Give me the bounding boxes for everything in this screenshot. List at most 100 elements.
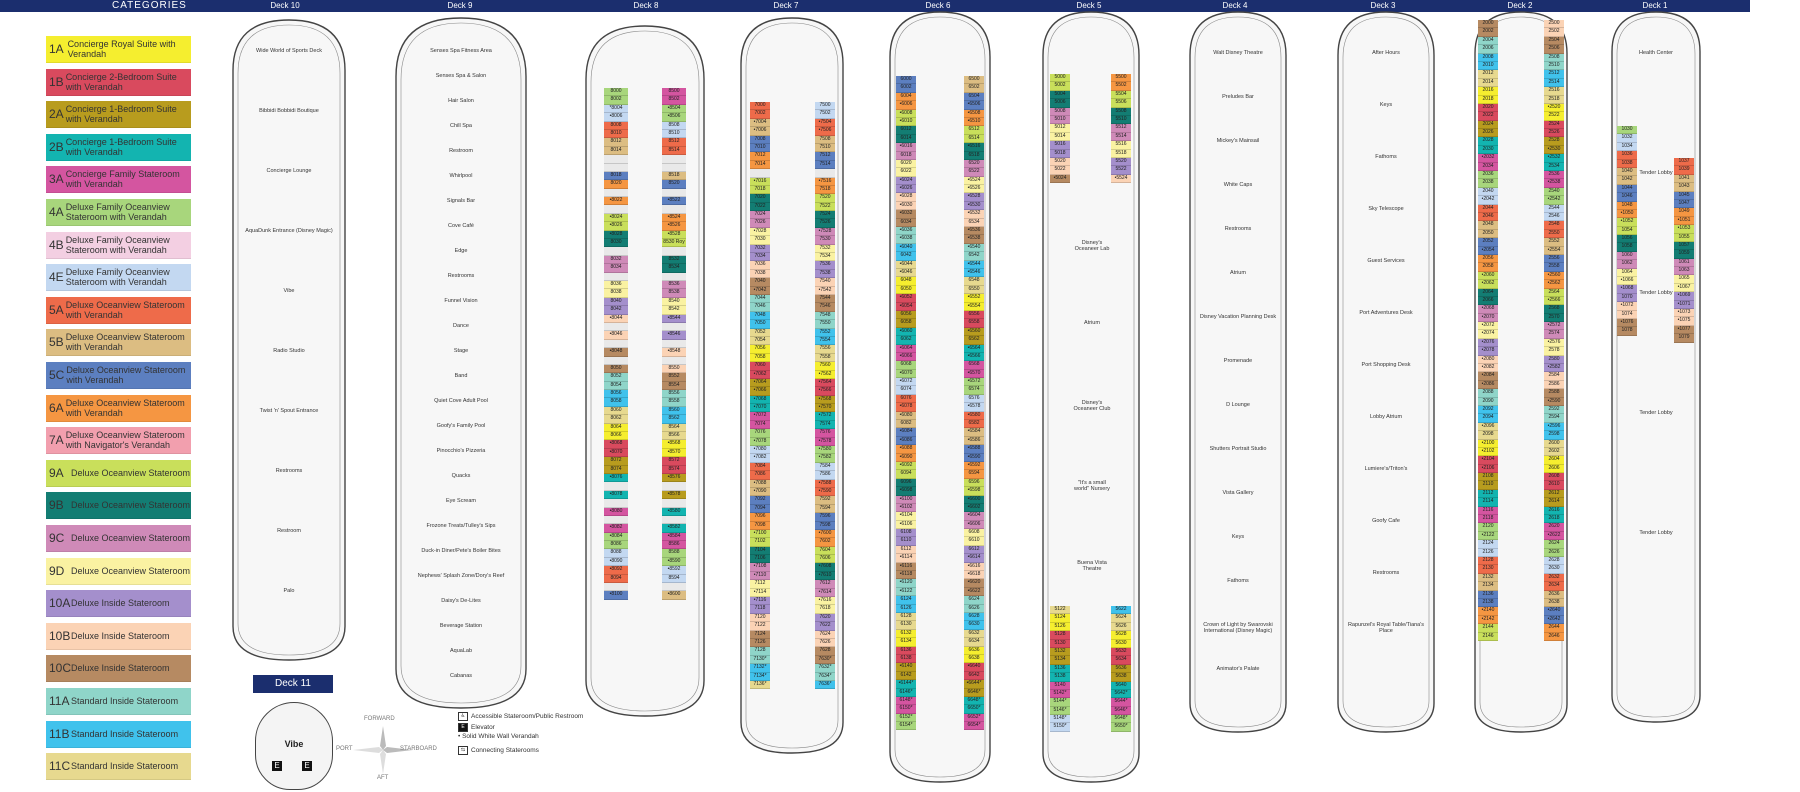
stateroom-cell[interactable]: •2572	[1544, 322, 1564, 331]
stateroom-cell[interactable]: •2072	[1478, 322, 1498, 331]
stateroom-cell[interactable]: 8552	[662, 373, 686, 382]
stateroom-cell[interactable]: 6002	[896, 84, 916, 93]
stateroom-cell[interactable]: 5522	[1111, 166, 1131, 175]
stateroom-cell[interactable]: 7636*	[815, 680, 835, 690]
stateroom-cell[interactable]: •8548	[662, 348, 686, 357]
stateroom-cell[interactable]: 7604	[815, 546, 835, 556]
stateroom-cell[interactable]: 2580	[1544, 355, 1564, 365]
stateroom-cell[interactable]: •6078	[896, 403, 916, 412]
stateroom-cell[interactable]: 1047	[1674, 199, 1694, 209]
stateroom-cell[interactable]: •7562	[815, 370, 835, 379]
stateroom-cell[interactable]: 1056	[1617, 235, 1637, 244]
stateroom-cell[interactable]: 2056	[1478, 254, 1498, 264]
stateroom-cell[interactable]: 7058	[750, 353, 770, 363]
stateroom-cell[interactable]: •6072	[896, 378, 916, 387]
stateroom-cell[interactable]	[662, 188, 686, 198]
stateroom-cell[interactable]: •2542	[1544, 196, 1564, 205]
stateroom-cell[interactable]: 1046	[1617, 193, 1637, 202]
stateroom-cell[interactable]: 2064	[1478, 288, 1498, 297]
stateroom-cell[interactable]: 6558	[964, 319, 984, 328]
stateroom-cell[interactable]: *8004	[604, 104, 628, 114]
stateroom-cell[interactable]: •8026	[604, 222, 628, 231]
stateroom-cell[interactable]: 1041	[1674, 174, 1694, 184]
stateroom-cell[interactable]: •8570	[662, 448, 686, 458]
stateroom-cell[interactable]: •7062	[750, 370, 770, 379]
stateroom-cell[interactable]: 5640	[1111, 681, 1131, 690]
stateroom-cell[interactable]: 6576	[964, 394, 984, 404]
stateroom-cell[interactable]: 2120	[1478, 523, 1498, 532]
stateroom-cell[interactable]: •7614	[815, 588, 835, 598]
stateroom-cell[interactable]: •6580	[964, 411, 984, 421]
stateroom-cell[interactable]: 2052	[1478, 238, 1498, 247]
stateroom-cell[interactable]: 7012	[750, 152, 770, 161]
stateroom-cell[interactable]: 7032	[750, 244, 770, 254]
stateroom-cell[interactable]: •6622	[964, 587, 984, 597]
stateroom-cell[interactable]: •2560	[1544, 271, 1564, 281]
stateroom-cell[interactable]: 8534	[662, 264, 686, 273]
stateroom-cell[interactable]: 7128	[750, 647, 770, 656]
stateroom-cell[interactable]: 6136	[896, 646, 916, 655]
stateroom-cell[interactable]: 6594	[964, 470, 984, 479]
stateroom-cell[interactable]: 7556	[815, 345, 835, 354]
stateroom-cell[interactable]: 8088	[604, 549, 628, 558]
stateroom-cell[interactable]: 2548	[1544, 221, 1564, 230]
stateroom-cell[interactable]: •6588	[964, 445, 984, 454]
stateroom-cell[interactable]: 2568	[1544, 305, 1564, 314]
stateroom-cell[interactable]: 5142*	[1050, 689, 1070, 699]
stateroom-cell[interactable]: 2046	[1478, 212, 1498, 222]
stateroom-cell[interactable]: 6148*	[896, 696, 916, 706]
stateroom-cell[interactable]: 2552	[1544, 238, 1564, 247]
stateroom-cell[interactable]: •6600	[964, 495, 984, 504]
stateroom-cell[interactable]: 1036	[1617, 151, 1637, 160]
stateroom-cell[interactable]: 2624	[1544, 540, 1564, 549]
stateroom-cell[interactable]: •8592	[662, 566, 686, 575]
stateroom-cell[interactable]: 8066	[604, 432, 628, 441]
stateroom-cell[interactable]: 6076	[896, 394, 916, 404]
stateroom-cell[interactable]: •1072	[1617, 302, 1637, 311]
stateroom-cell[interactable]: 7538	[815, 269, 835, 279]
stateroom-cell[interactable]: 7124	[750, 630, 770, 639]
stateroom-cell[interactable]: 2094	[1478, 414, 1498, 423]
stateroom-cell[interactable]: 7532	[815, 244, 835, 254]
stateroom-cell[interactable]: •2530	[1544, 145, 1564, 155]
stateroom-cell[interactable]: •7578	[815, 437, 835, 447]
stateroom-cell[interactable]: 6132	[896, 629, 916, 639]
stateroom-cell[interactable]: •2596	[1544, 422, 1564, 432]
stateroom-cell[interactable]: 1042	[1617, 176, 1637, 185]
stateroom-cell[interactable]: •8582	[662, 524, 686, 533]
stateroom-cell[interactable]: •6060	[896, 327, 916, 337]
stateroom-cell[interactable]: 8530 Roy O. Disney Suite	[662, 239, 686, 248]
stateroom-cell[interactable]: 5122	[1050, 606, 1070, 615]
stateroom-cell[interactable]: 1032	[1617, 134, 1637, 143]
stateroom-cell[interactable]: 6638	[964, 654, 984, 664]
stateroom-cell[interactable]: 2048	[1478, 221, 1498, 230]
stateroom-cell[interactable]: 2050	[1478, 229, 1498, 239]
stateroom-cell[interactable]: •6510	[964, 117, 984, 127]
stateroom-cell[interactable]: 8062	[604, 415, 628, 424]
stateroom-cell[interactable]: 7014	[750, 160, 770, 170]
stateroom-cell[interactable]: •1069	[1674, 292, 1694, 301]
stateroom-cell[interactable]: •7528	[815, 227, 835, 237]
stateroom-cell[interactable]: 2556	[1544, 254, 1564, 264]
stateroom-cell[interactable]: 2132	[1478, 573, 1498, 583]
stateroom-cell[interactable]: •2100	[1478, 439, 1498, 448]
stateroom-cell[interactable]: 6550	[964, 285, 984, 295]
stateroom-cell[interactable]: 7596	[815, 513, 835, 522]
stateroom-cell[interactable]: •6606	[964, 520, 984, 530]
stateroom-cell[interactable]: 6654*	[964, 722, 984, 731]
stateroom-cell[interactable]: •6640	[964, 663, 984, 672]
stateroom-cell[interactable]: 2036	[1478, 171, 1498, 180]
stateroom-cell[interactable]: •6564	[964, 344, 984, 353]
stateroom-cell[interactable]	[604, 339, 628, 349]
stateroom-cell[interactable]: 2146	[1478, 632, 1498, 641]
stateroom-cell[interactable]	[604, 188, 628, 198]
stateroom-cell[interactable]: •6516	[964, 143, 984, 152]
stateroom-cell[interactable]: 7054	[750, 336, 770, 346]
stateroom-cell[interactable]: 1044	[1617, 184, 1637, 194]
stateroom-cell[interactable]: •2060	[1478, 271, 1498, 281]
stateroom-cell[interactable]: 6000	[896, 76, 916, 85]
stateroom-cell[interactable]: 1079	[1674, 334, 1694, 343]
stateroom-cell[interactable]: 6634	[964, 638, 984, 647]
stateroom-cell[interactable]: 2004	[1478, 36, 1498, 46]
stateroom-cell[interactable]: 1060	[1617, 251, 1637, 261]
